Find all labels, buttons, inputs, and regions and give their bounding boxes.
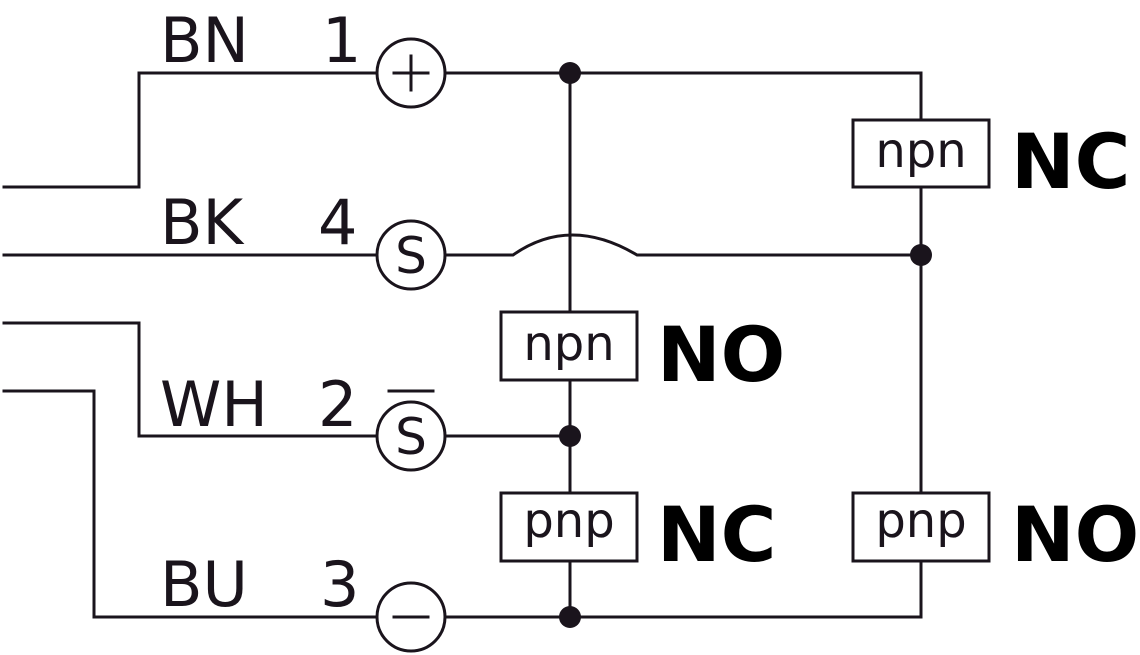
terminal-plus [375,37,447,109]
wire-wh [2,321,379,438]
wire-bn [2,71,379,189]
output-right-pnp: pnp NO [851,490,1139,579]
transistor-box [851,118,991,189]
junction-dot [910,244,932,266]
output-middle-pnp: pnp NC [499,490,776,579]
output-middle-npn: npn NO [499,310,785,399]
transistor-type: pnp [523,493,614,549]
junction-dot [559,606,581,628]
transistor-type: npn [875,123,966,179]
pin-2: 2 [318,368,357,441]
wire-bu [2,389,379,619]
transistor-box [851,491,991,563]
wire-labels: BN 1 BK 4 WH 2 BU 3 [160,4,361,621]
signal-line-with-hop [443,233,923,257]
terminal-minus [375,581,447,653]
contact-state: NO [1011,490,1139,579]
lead-wires [2,71,379,619]
transistor-type: npn [523,316,614,372]
contact-state: NC [657,490,776,579]
top-rail [443,71,923,122]
pin-3: 3 [320,548,359,621]
label-bk: BK [160,186,245,259]
junction-dot [559,62,581,84]
junction-dot [559,425,581,447]
internal-circuit [443,62,932,628]
signal-s-icon: S [395,227,427,285]
transistor-type: pnp [875,493,966,549]
label-bn: BN [160,4,249,77]
contact-state: NO [657,310,785,399]
terminal-s: S [375,219,447,291]
label-wh: WH [160,368,268,441]
bottom-rail [443,559,923,619]
terminal-s-inverted: S [375,389,447,472]
pin-1: 1 [322,4,361,77]
contact-state: NC [1011,117,1130,206]
transistor-box [499,491,639,563]
transistor-box [499,310,639,382]
pin-4: 4 [318,186,357,259]
output-right-npn: npn NC [851,117,1130,206]
signal-s-icon: S [395,408,427,466]
label-bu: BU [160,548,248,621]
